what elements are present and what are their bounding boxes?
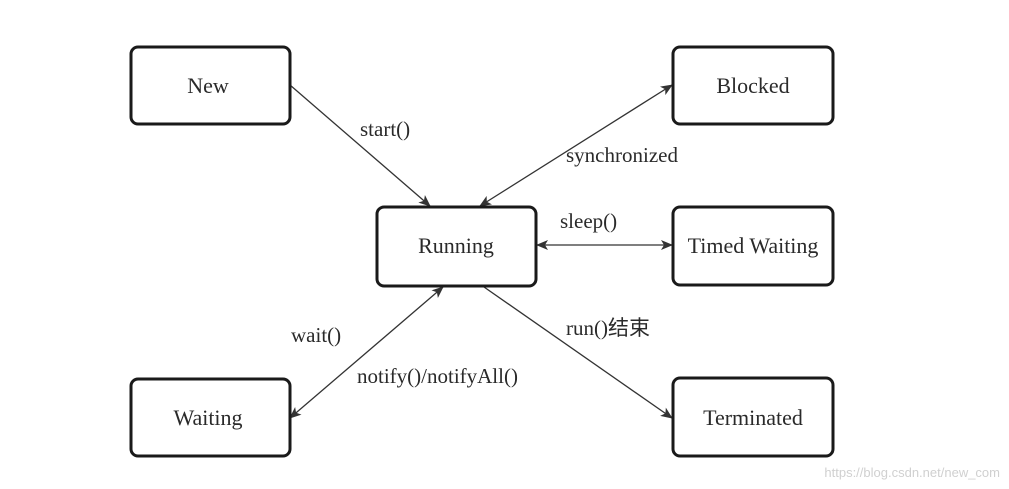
state-running: Running: [375, 205, 538, 288]
state-new: New: [129, 45, 292, 126]
state-new-box: [129, 45, 292, 126]
state-blocked-label: Blocked: [716, 73, 789, 98]
edge-running-blocked: [479, 84, 673, 207]
label-run-end: run()结束: [566, 316, 650, 340]
label-start: start(): [360, 117, 410, 141]
state-blocked-box: [671, 45, 835, 126]
label-wait: wait(): [291, 323, 341, 347]
state-terminated-label: Terminated: [703, 405, 803, 430]
state-timed-waiting-label: Timed Waiting: [688, 233, 819, 258]
label-synchronized: synchronized: [566, 143, 678, 167]
state-waiting-box: [129, 377, 292, 458]
state-running-label: Running: [418, 233, 494, 258]
state-blocked: Blocked: [671, 45, 835, 126]
label-notify: notify()/notifyAll(): [357, 364, 518, 388]
state-timed-waiting-box: [671, 205, 835, 287]
state-new-label: New: [187, 73, 229, 98]
state-running-box: [375, 205, 538, 288]
transition-edges: [289, 84, 673, 419]
state-waiting: Waiting: [129, 377, 292, 458]
state-terminated-box: [671, 376, 835, 458]
state-timed-waiting: Timed Waiting: [671, 205, 835, 287]
edge-running-to-terminated: [483, 286, 673, 419]
watermark-url: https://blog.csdn.net/new_com: [824, 465, 1000, 480]
edge-running-waiting: [289, 286, 444, 419]
label-sleep: sleep(): [560, 209, 617, 233]
state-waiting-label: Waiting: [173, 405, 242, 430]
state-terminated: Terminated: [671, 376, 835, 458]
edge-new-to-running: [289, 84, 431, 207]
